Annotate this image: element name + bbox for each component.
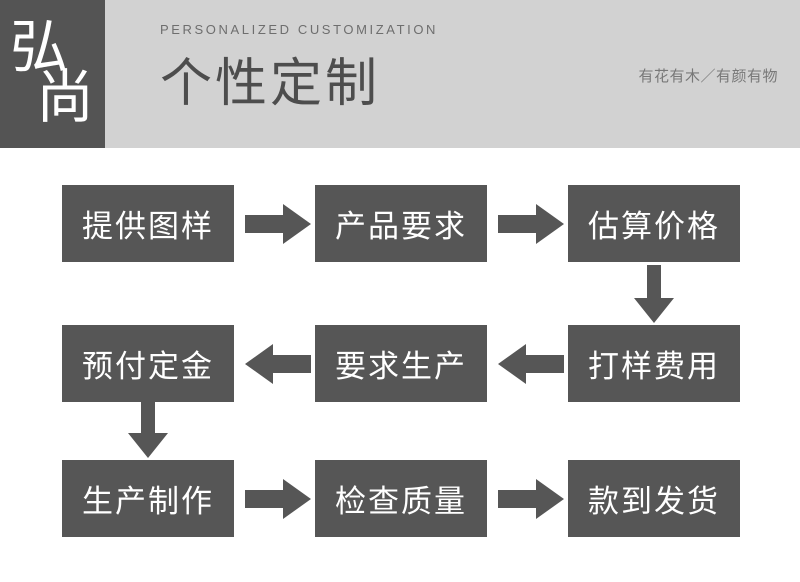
flow-node-product-requirements: 产品要求 bbox=[315, 185, 487, 262]
arrow-down-icon bbox=[128, 400, 168, 458]
process-flow-diagram: 提供图样 产品要求 估算价格 预付定金 要求生产 bbox=[0, 148, 800, 582]
header-kicker: PERSONALIZED CUSTOMIZATION bbox=[160, 22, 439, 37]
arrow-right-icon bbox=[245, 204, 311, 244]
brand-logo-block: 弘 尚 bbox=[0, 0, 105, 148]
page-title: 个性定制 bbox=[160, 54, 381, 114]
page-header: 弘 尚 PERSONALIZED CUSTOMIZATION 个性定制 有花有木… bbox=[0, 0, 800, 148]
flow-node-ship-after-payment: 款到发货 bbox=[568, 460, 740, 537]
logo-char-shang: 尚 bbox=[36, 63, 95, 131]
flow-node-production: 生产制作 bbox=[62, 460, 234, 537]
logo-char-hong: 弘 bbox=[10, 13, 69, 81]
arrow-left-icon bbox=[498, 344, 564, 384]
flow-node-sampling-fee: 打样费用 bbox=[568, 325, 740, 402]
flow-node-provide-drawing: 提供图样 bbox=[62, 185, 234, 262]
flow-node-prepay-deposit: 预付定金 bbox=[62, 325, 234, 402]
arrow-right-icon bbox=[245, 479, 311, 519]
flow-node-request-production: 要求生产 bbox=[315, 325, 487, 402]
flow-node-quality-check: 检查质量 bbox=[315, 460, 487, 537]
arrow-left-icon bbox=[245, 344, 311, 384]
flow-node-estimate-price: 估算价格 bbox=[568, 185, 740, 262]
arrow-right-icon bbox=[498, 204, 564, 244]
arrow-right-icon bbox=[498, 479, 564, 519]
arrow-down-icon bbox=[634, 265, 674, 323]
brand-logo-mark: 弘 尚 bbox=[0, 0, 105, 148]
header-tagline: 有花有木／有颜有物 bbox=[638, 67, 778, 85]
